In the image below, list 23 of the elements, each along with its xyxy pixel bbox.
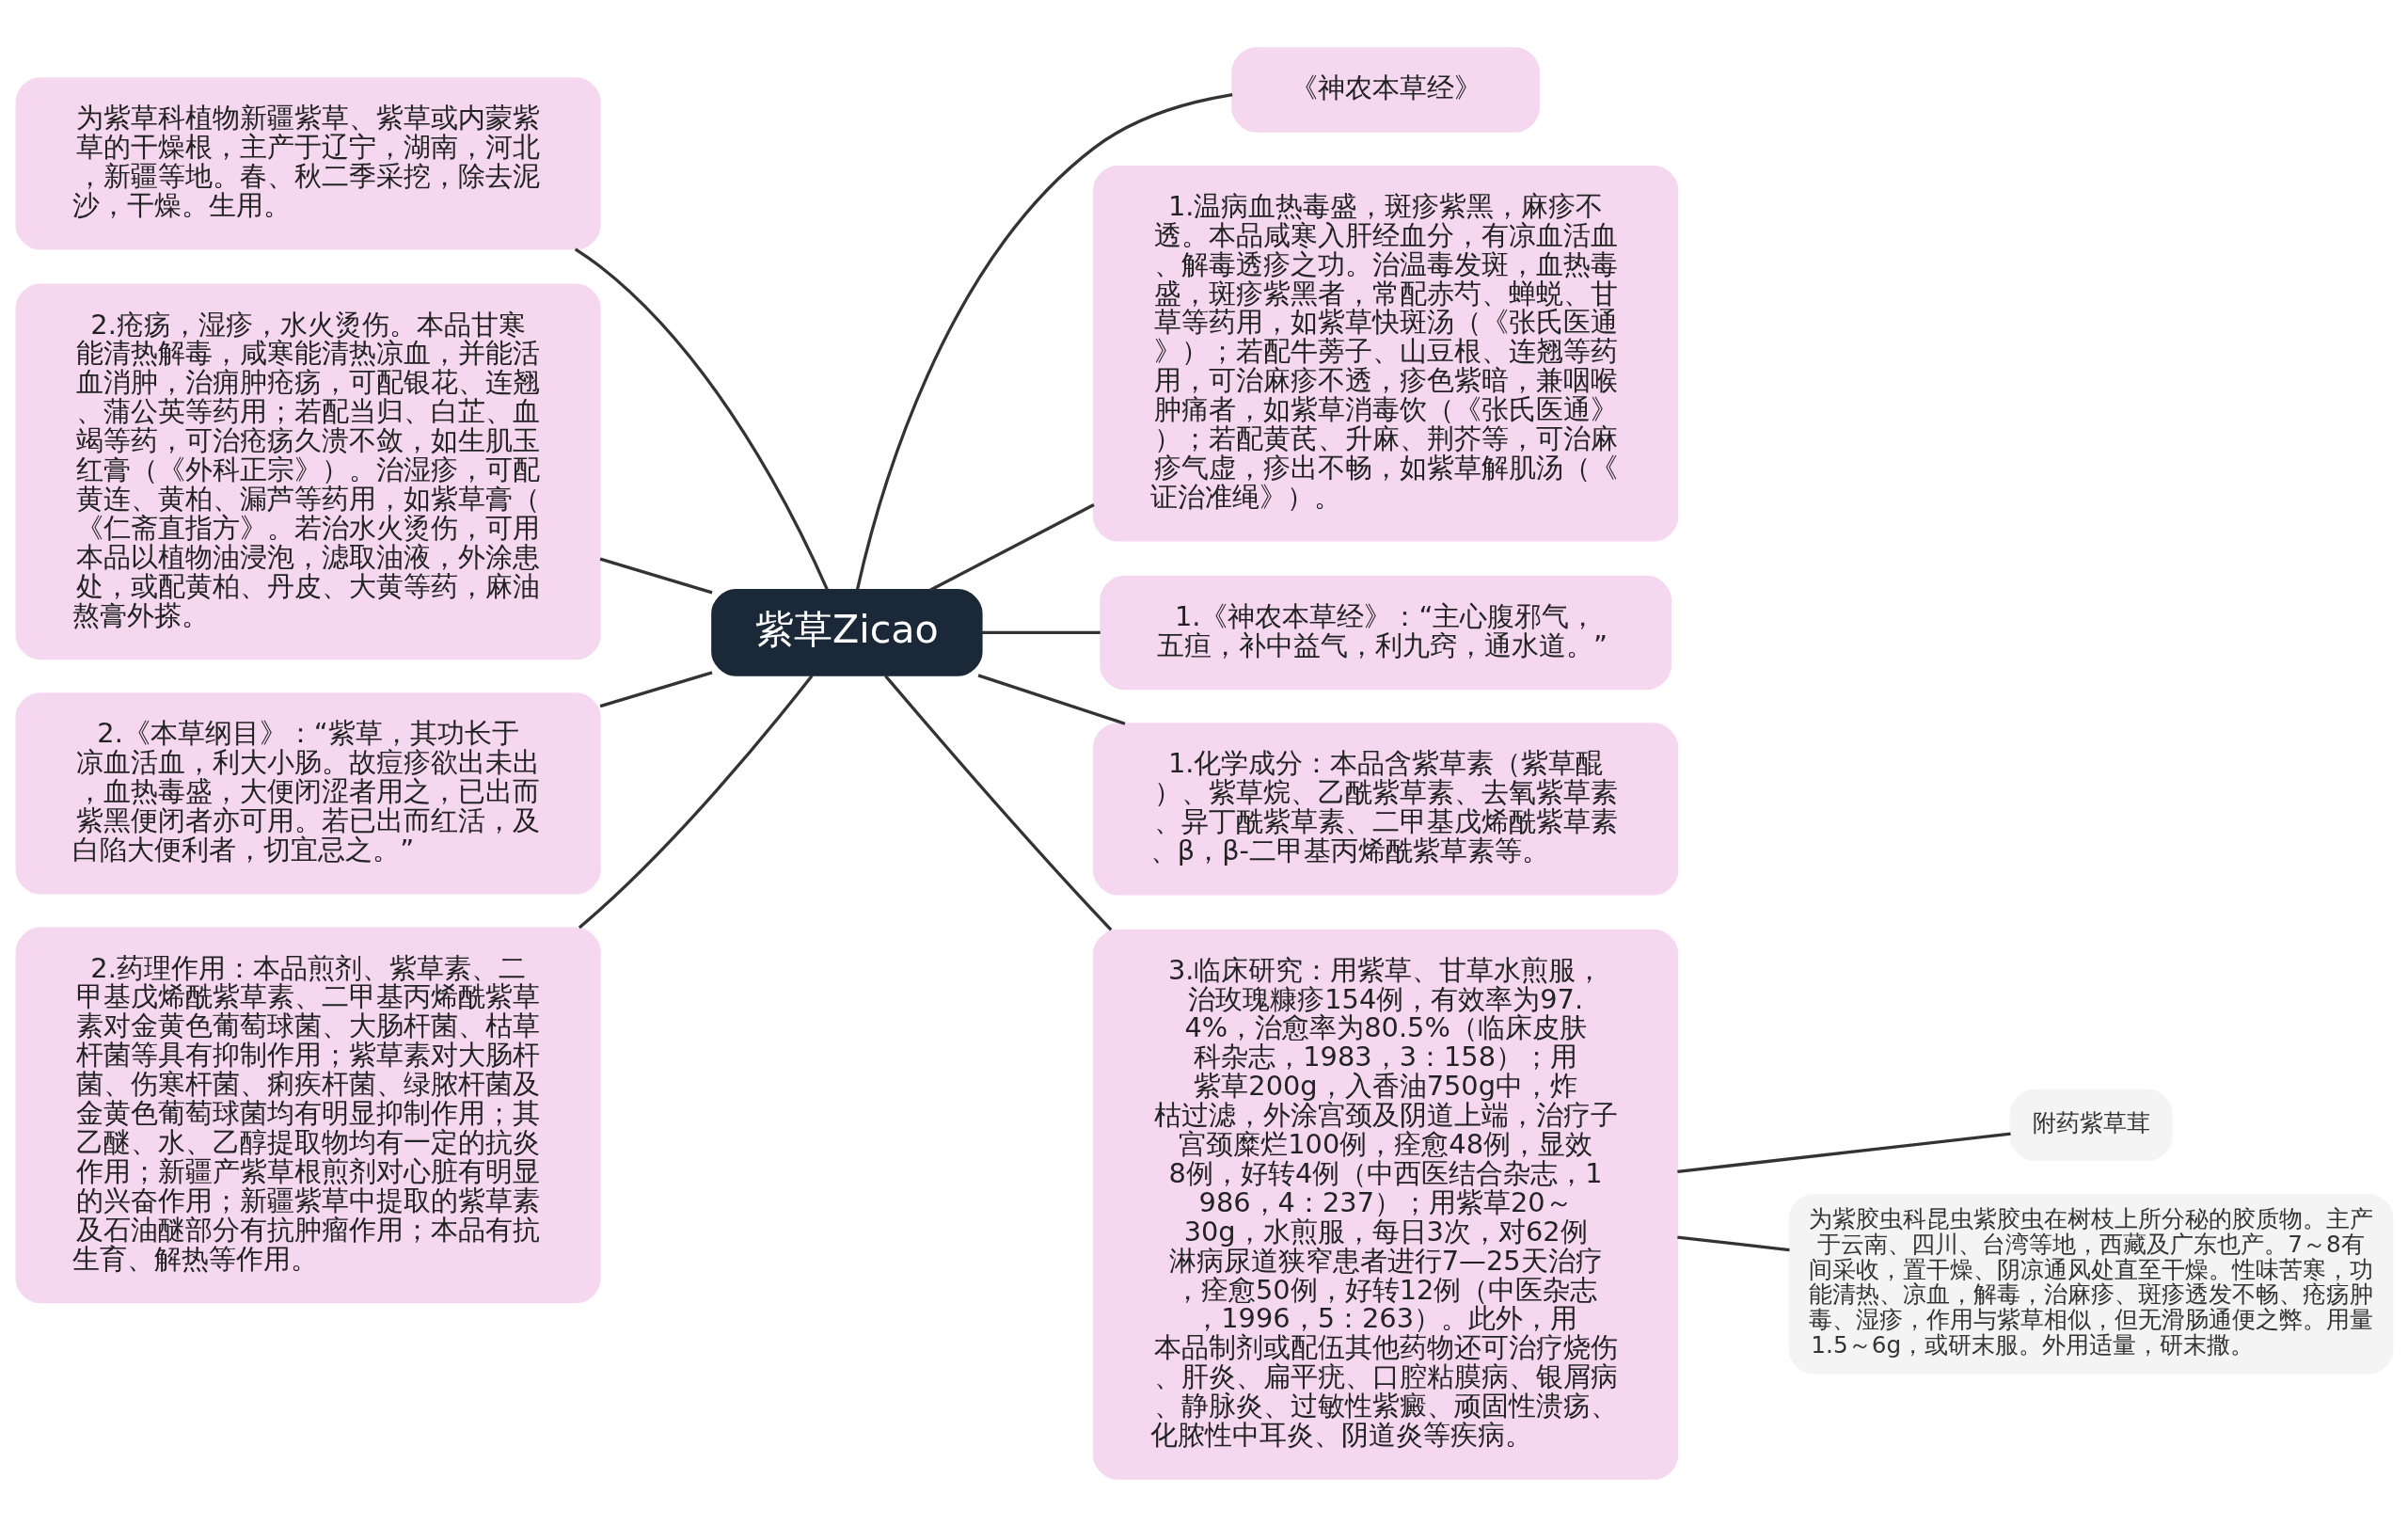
node-box: 1.温病血热毒盛，斑疹紫黑，麻疹不透。本品咸寒入肝经血分，有凉血活血、解毒透疹之功。治温毒发斑，血热毒盛，斑疹紫黑者，常配赤芍、蝉蜕、甘草等药用，如紫草快斑汤（《张氏医通》）；若配牛蒡子、山豆根、连翘等药用，可治麻疹不透，疹色紫暗，兼咽喉肿痛者，如紫草消毒饮（《张氏医通》）；若配黄芪、升麻、荆芥等，可治麻疹气虚，疹出不畅，如紫草解肌汤（《证治准绳》）。 bbox=[1092, 165, 1678, 542]
node-box: 为紫草科植物新疆紫草、紫草或内蒙紫草的干燥根，主产于辽宁，湖南，河北，新疆等地。春、秋二季采挖，除去泥沙，干燥。生用。 bbox=[15, 76, 601, 249]
node-box: 《神农本草经》 bbox=[1230, 46, 1540, 133]
node-box: 1.化学成分：本品含紫草素（紫草醌）、紫草烷、乙酰紫草素、去氧紫草素、异丁酰紫草素、二甲基戊烯酰紫草素、β，β-二甲基丙烯酰紫草素等。 bbox=[1092, 722, 1678, 896]
connector bbox=[981, 630, 1101, 634]
node-box: 为紫胶虫科昆虫紫胶虫在树枝上所分秘的胶质物。主产于云南、四川、台湾等地，西藏及广东也产。7～8有间采收，置干燥、阴凉通风处直至干燥。性味苦寒，功能清热、凉血，解毒，治麻疹、斑疹透发不畅、疮疡肿毒、湿疹，作用与紫草相似，但无滑肠通便之弊。用量1.5～6g，或研末服。外用适量，研末撒。 bbox=[1788, 1193, 2393, 1374]
node-box: 2.药理作用：本品煎剂、紫草素、二甲基戊烯酰紫草素、二甲基丙烯酰紫草素对金黄色葡萄球菌、大肠杆菌、枯草杆菌等具有抑制作用；紫草素对大肠杆菌、伤寒杆菌、痢疾杆菌、绿脓杆菌及金黄色葡萄球菌均有明显抑制作用；其乙醚、水、乙醇提取物均有一定的抗炎作用；新疆产紫草根煎剂对心脏有明显的兴奋作用；新疆紫草中提取的紫草素及石油醚部分有抗肿瘤作用；本品有抗生育、解热等作用。 bbox=[15, 927, 601, 1303]
connector bbox=[1676, 1132, 2011, 1173]
connector bbox=[599, 670, 712, 707]
connector bbox=[599, 557, 712, 595]
connector bbox=[883, 674, 1112, 931]
node-box: 2.《本草纲目》：“紫草，其功长于凉血活血，利大小肠。故痘疹欲出未出，血热毒盛，大便闭涩者用之，已出而紫黑便闭者亦可用。若已出而红活，及白陷大便利者，切宜忌之。” bbox=[15, 691, 601, 895]
node-box: 3.临床研究：用紫草、甘草水煎服，治玫瑰糠疹154例，有效率为97.4%，治愈率为80.5%（临床皮肤科杂志，1983，3：158）；用紫草200g，入香油750g中，炸枯过滤，外涂宫颈及阴道上端，治疗子宫颈糜烂100例，痊愈48例，显效8例，好转4例（中西医结合杂志，1986，4：237）；用紫草20～30g，水煎服，每日3次，对62例淋病尿道狭窄患者进行7—25天治疗，痊愈50例，好转12例（中医杂志，1996，5：263）。此外，用本品制剂或配伍其他药物还可治疗烧伤、肝炎、扁平疣、口腔粘膜病、银屑病、静脉炎、过敏性紫癜、顽固性溃疡、化脓性中耳炎、阴道炎等疾病。 bbox=[1092, 929, 1678, 1480]
node-box: 紫草Zicao bbox=[710, 588, 983, 676]
connector bbox=[574, 246, 829, 591]
connector bbox=[977, 673, 1125, 725]
connector bbox=[855, 92, 1232, 590]
node-box: 附药紫草茸 bbox=[2009, 1089, 2173, 1161]
connector bbox=[578, 674, 814, 929]
connector bbox=[929, 502, 1095, 591]
node-box: 1.《神农本草经》：“主心腹邪气，五疸，补中益气，利九窍，通水道。” bbox=[1099, 575, 1671, 690]
connector bbox=[1676, 1235, 1790, 1251]
node-box: 2.疮疡，湿疹，水火烫伤。本品甘寒能清热解毒，咸寒能清热凉血，并能活血消肿，治痈肿疮疡，可配银花、连翘、蒲公英等药用；若配当归、白芷、血竭等药，可治疮疡久溃不敛，如生肌玉红膏（《外科正宗》）。治湿疹，可配黄连、黄柏、漏芦等药用，如紫草膏（《仁斋直指方》。若治水火烫伤，可用本品以植物油浸泡，滤取油液，外涂患处，或配黄柏、丹皮、大黄等药，麻油熬膏外搽。 bbox=[15, 283, 601, 660]
